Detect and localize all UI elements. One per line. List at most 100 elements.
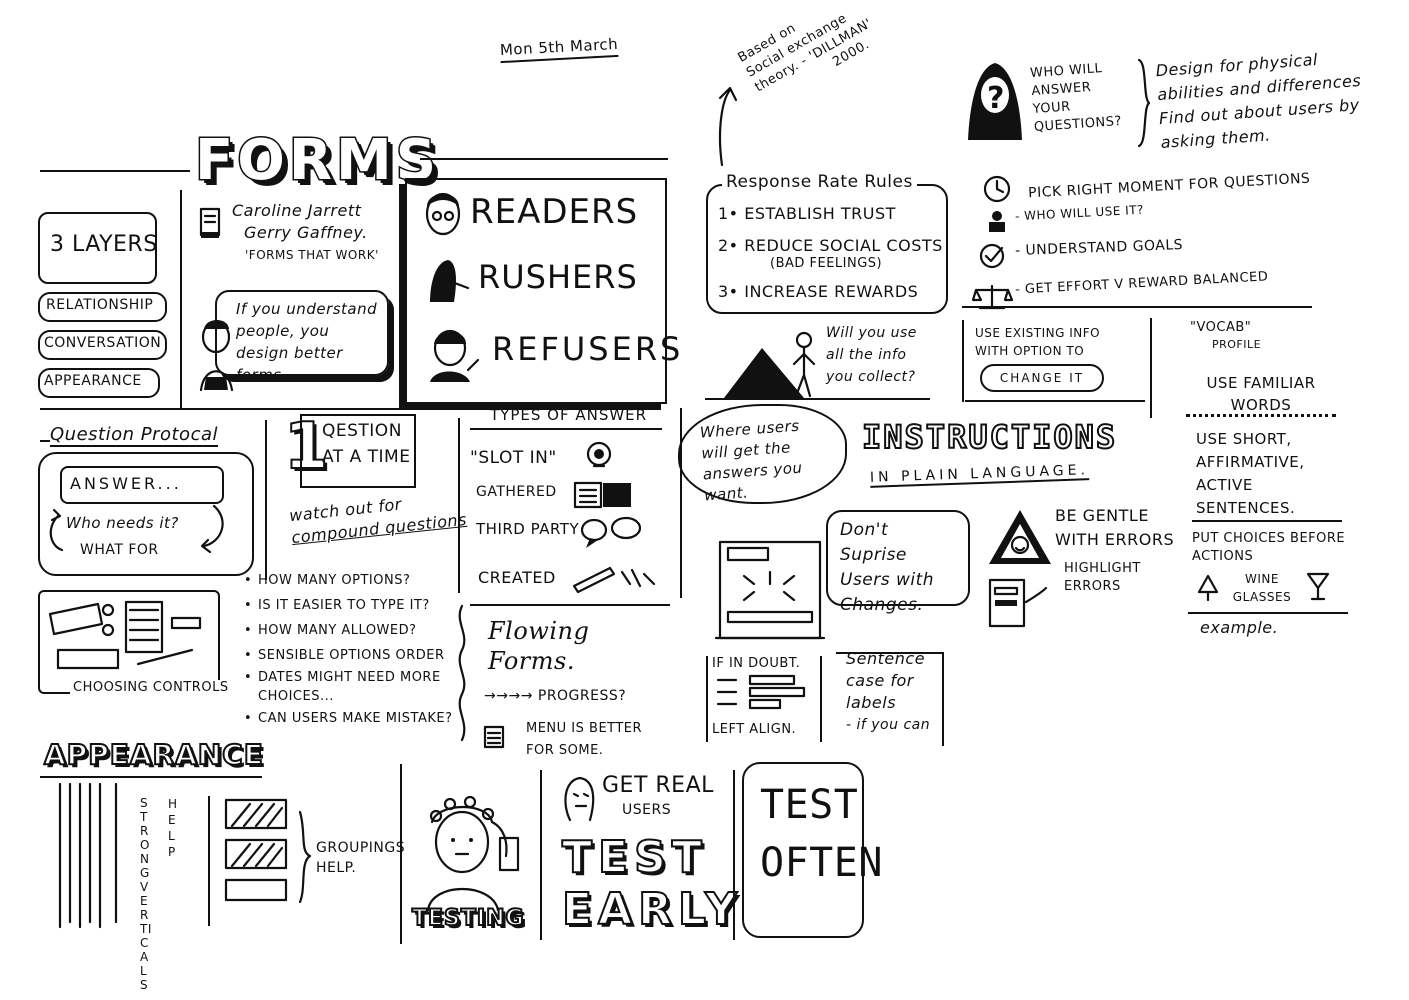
- help-vertical: HELP: [168, 797, 178, 859]
- instructions-title: INSTRUCTIONS: [861, 417, 1118, 457]
- reader-face-icon: [425, 192, 461, 236]
- divider: [40, 440, 50, 442]
- sentence-case: Sentence case for labels - if you can: [846, 648, 930, 736]
- menu-icon: [483, 725, 505, 749]
- divider: [680, 408, 682, 598]
- sentence-line: - if you can: [846, 717, 931, 733]
- divider: [400, 764, 402, 944]
- answer-type: THIRD PARTY: [476, 520, 580, 538]
- choosing-item: CAN USERS MAKE MISTAKE?: [244, 706, 454, 731]
- refuser-icon: [430, 329, 480, 382]
- choosing-item: SENSIBLE OPTIONS ORDER: [244, 643, 454, 668]
- forms-title: FORMS: [193, 127, 441, 195]
- quote-box: [215, 290, 389, 376]
- change-it-button[interactable]: CHANGE IT: [980, 364, 1104, 392]
- response-rule: (BAD FEELINGS): [770, 256, 883, 271]
- moment-item: - WHO WILL USE IT?: [1014, 202, 1145, 224]
- user-icon: [989, 211, 1005, 232]
- one-question-text: QESTION AT A TIME: [322, 418, 410, 470]
- user-types-panel: [405, 178, 667, 404]
- brain-icon: [586, 441, 612, 468]
- groupings-help: GROUPINGS HELP.: [316, 838, 405, 878]
- divider: [40, 408, 405, 410]
- layer-appearance: [38, 368, 160, 398]
- question-protocol-title: Question Protocal: [50, 424, 218, 447]
- left-align-box: [706, 656, 822, 742]
- document-icon: [573, 481, 631, 509]
- use-info-question: Will you use all the info you collect?: [826, 325, 917, 385]
- response-rule: 3• INCREASE REWARDS: [718, 282, 918, 301]
- controls-sketch-icon: [48, 600, 202, 670]
- vocab-sub: PROFILE: [1212, 338, 1262, 351]
- user-type: REFUSERS: [492, 330, 684, 368]
- choosing-label: CHOOSING CONTROLS: [70, 680, 232, 695]
- choosing-item: HOW MANY ALLOWED?: [244, 618, 454, 643]
- understand-quote: If you understand people, you design bet…: [236, 300, 378, 384]
- dont-surprise: Don't Suprise Users with Changes.: [840, 520, 935, 615]
- test-often-line: OFTEN: [760, 840, 883, 886]
- error-form-icon: [988, 578, 1048, 628]
- layers-box: [38, 212, 157, 284]
- divider: [1150, 318, 1152, 418]
- who-will-answer: WHO WILL ANSWER YOUR QUESTIONS?: [1030, 59, 1123, 137]
- moment-item: - UNDERSTAND GOALS: [1014, 237, 1184, 259]
- who-needs-it: Who needs it?: [66, 514, 179, 532]
- scales-icon: [971, 284, 1014, 310]
- wine-glass-icon: [1306, 572, 1330, 601]
- design-note: Design for physical abilities and differ…: [1155, 45, 1365, 155]
- menu-line: FOR SOME.: [526, 743, 604, 758]
- menu-note: MENU IS BETTER FOR SOME.: [526, 718, 642, 762]
- rule-text: REDUCE SOCIAL COSTS: [744, 236, 943, 255]
- protocol-box: [38, 452, 254, 576]
- clock-icon: [983, 175, 1011, 203]
- authors: Caroline Jarrett Gerry Gaffney.: [232, 200, 368, 244]
- choosing-list: HOW MANY OPTIONS? IS IT EASIER TO TYPE I…: [244, 568, 454, 731]
- flowing-line: Forms.: [488, 647, 575, 675]
- layers-title: 3 LAYERS: [50, 232, 158, 257]
- testing-label: TESTING: [411, 905, 525, 932]
- align-lines-icon: [716, 674, 806, 710]
- squiggle-icon: [458, 604, 466, 742]
- strong-verticals: STRONG VERTICALS: [140, 796, 152, 992]
- check-icon: [979, 243, 1005, 269]
- gentle-line: BE GENTLE: [1055, 506, 1149, 525]
- test-often-box: [742, 762, 864, 938]
- divider: [1192, 520, 1342, 522]
- cloud-bubble: [678, 404, 847, 504]
- dillman-note: Based on Social exchange theory. - 'DILL…: [735, 0, 884, 111]
- divider: [470, 428, 662, 430]
- person-icon: [199, 320, 234, 392]
- strong-verticals-icon: [58, 782, 118, 929]
- divider: [265, 420, 267, 580]
- appearance-title: APPEARANCE: [43, 737, 264, 772]
- if-in-doubt: IF IN DOUBT.: [712, 656, 801, 671]
- rule-text: INCREASE REWARDS: [744, 282, 919, 301]
- divider: [470, 604, 670, 606]
- divider: [180, 190, 182, 410]
- test-early: TEST EARLY: [561, 831, 743, 936]
- book-title: 'FORMS THAT WORK': [245, 248, 379, 262]
- rule-number: 3•: [718, 282, 739, 301]
- moment-item: - GET EFFORT V REWARD BALANCED: [1014, 269, 1269, 298]
- vocab-title: "VOCAB": [1190, 320, 1252, 335]
- divider: [962, 306, 1312, 308]
- chat-bubbles-icon: [580, 516, 642, 548]
- author-name: Gerry Gaffney.: [244, 223, 368, 242]
- sentence-line: case for: [846, 671, 914, 690]
- be-gentle: BE GENTLE WITH ERRORS: [1055, 504, 1174, 552]
- menu-line: MENU IS BETTER: [526, 721, 643, 736]
- divider: [733, 770, 735, 940]
- rule-number: 1•: [718, 204, 739, 223]
- highlight-line: HIGHLIGHT: [1064, 561, 1141, 576]
- flowing-title: Flowing Forms.: [488, 616, 589, 676]
- sentence-line: Sentence: [846, 649, 926, 668]
- moment-item: PICK RIGHT MOMENT FOR QUESTIONS: [1027, 170, 1311, 202]
- testing-person-icon: [426, 795, 520, 912]
- choosing-item: DATES MIGHT NEED MORE CHOICES...: [244, 668, 454, 706]
- vocab-item: USE SHORT, AFFIRMATIVE, ACTIVE SENTENCES…: [1196, 430, 1305, 517]
- test-often: TEST OFTEN: [760, 776, 883, 892]
- get-real-users: GET REAL USERS: [602, 774, 714, 822]
- layer-label: CONVERSATION: [44, 335, 162, 351]
- rule-text: ESTABLISH TRUST: [744, 204, 896, 223]
- response-rule: 1• ESTABLISH TRUST: [718, 204, 896, 223]
